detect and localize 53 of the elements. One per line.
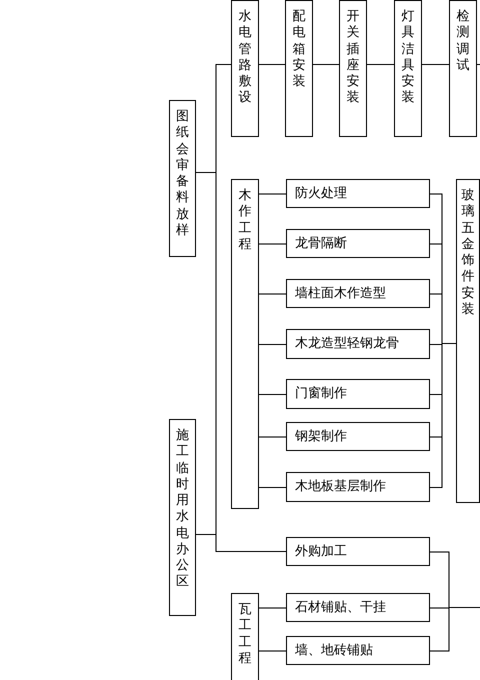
connector-line	[258, 487, 286, 488]
connector-line	[430, 343, 456, 488]
step-label: 开关插座安装	[346, 9, 360, 106]
process-box	[286, 472, 430, 502]
process-box	[231, 593, 259, 680]
process-box	[286, 329, 430, 359]
step-label: 防火处理	[295, 186, 347, 202]
connector-line	[258, 394, 286, 395]
process-box	[169, 100, 196, 257]
process-box	[286, 229, 430, 258]
connector-line	[312, 64, 340, 65]
step-label: 木作工程	[238, 188, 252, 253]
step-label: 灯具洁具安装	[402, 9, 414, 106]
process-box	[456, 179, 480, 503]
step-label: 玻璃五金饰件安装	[462, 188, 474, 318]
process-box	[286, 422, 430, 451]
connector-line	[258, 436, 286, 438]
step-label: 门窗制作	[295, 386, 347, 402]
connector-line	[258, 650, 286, 652]
process-box	[339, 0, 367, 137]
step-label: 图纸会审备料放样	[176, 109, 189, 239]
process-box	[286, 379, 430, 409]
connector-line	[476, 64, 480, 65]
process-box	[286, 537, 430, 566]
step-label: 墙、地砖铺贴	[295, 642, 373, 658]
process-box	[285, 0, 313, 137]
connector-line	[258, 344, 286, 345]
connector-line	[422, 64, 450, 65]
process-box	[231, 0, 259, 137]
step-label: 钢架制作	[295, 428, 347, 444]
step-label: 水电管路敷设	[238, 9, 252, 106]
step-label: 施工临时用水电办公区	[176, 428, 189, 590]
process-box	[449, 0, 477, 137]
process-box	[286, 179, 430, 208]
step-label: 木地板基层制作	[295, 479, 386, 495]
connector-line	[196, 534, 286, 552]
step-label: 石材铺贴、干挂	[295, 600, 386, 616]
process-box	[286, 593, 430, 622]
step-label: 配电箱安装	[292, 9, 306, 90]
step-label: 检测调试	[456, 9, 470, 74]
step-label: 墙柱面木作造型	[295, 286, 386, 302]
process-box	[286, 279, 430, 308]
process-box	[286, 636, 430, 665]
connector-line	[430, 607, 480, 652]
process-box	[231, 179, 259, 509]
connector-line	[258, 64, 286, 65]
step-label: 外购加工	[295, 544, 347, 560]
step-label: 瓦工工程	[238, 602, 252, 667]
connector-line	[366, 64, 394, 65]
step-label: 木龙造型轻钢龙骨	[295, 336, 399, 352]
process-box	[169, 419, 196, 616]
process-box	[394, 0, 422, 137]
step-label: 龙骨隔断	[295, 236, 347, 252]
